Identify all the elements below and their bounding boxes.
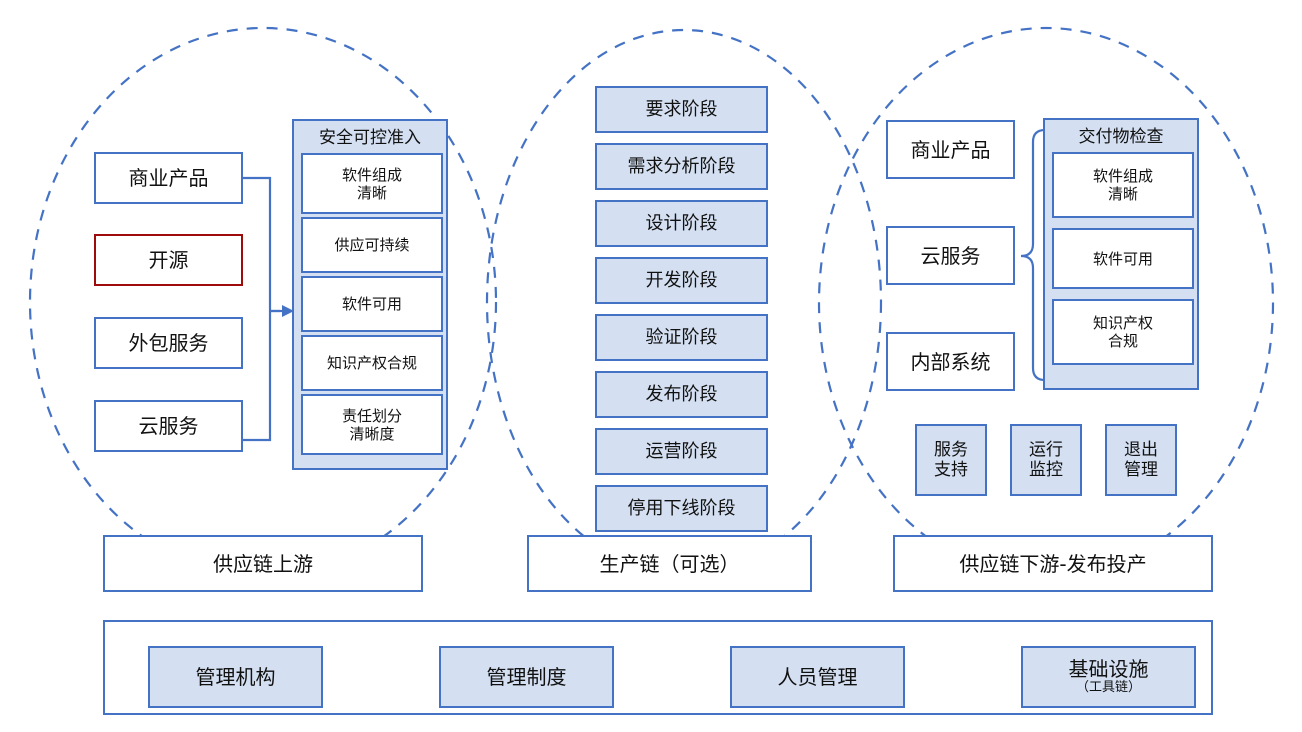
- upstream-gate-item-4[interactable]: 责任划分 清晰度: [301, 394, 443, 455]
- downstream-source-2[interactable]: 内部系统: [886, 332, 1015, 391]
- upstream-source-0[interactable]: 商业产品: [94, 152, 243, 204]
- upstream-gate-title: 安全可控准入: [319, 128, 421, 148]
- downstream-gate-panel: 交付物检查 软件组成 清晰 软件可用 知识产权 合规: [1043, 118, 1199, 390]
- foundation-item-3[interactable]: 基础设施 （工具链）: [1021, 646, 1196, 708]
- production-caption[interactable]: 生产链（可选）: [527, 535, 812, 592]
- production-stage-6[interactable]: 运营阶段: [595, 428, 768, 475]
- downstream-operation-1[interactable]: 运行 监控: [1010, 424, 1082, 496]
- downstream-caption[interactable]: 供应链下游-发布投产: [893, 535, 1213, 592]
- production-stage-5[interactable]: 发布阶段: [595, 371, 768, 418]
- downstream-operation-0[interactable]: 服务 支持: [915, 424, 987, 496]
- foundation-item-0-label: 管理机构: [195, 665, 276, 689]
- downstream-gate-item-1[interactable]: 软件可用: [1052, 228, 1194, 289]
- downstream-source-1[interactable]: 云服务: [886, 226, 1015, 285]
- upstream-gate-item-1[interactable]: 供应可持续: [301, 217, 443, 273]
- downstream-gate-item-0[interactable]: 软件组成 清晰: [1052, 152, 1194, 218]
- downstream-operation-2[interactable]: 退出 管理: [1105, 424, 1177, 496]
- upstream-source-2[interactable]: 外包服务: [94, 317, 243, 369]
- production-stage-2[interactable]: 设计阶段: [595, 200, 768, 247]
- foundation-item-2[interactable]: 人员管理: [730, 646, 905, 708]
- downstream-gate-item-2[interactable]: 知识产权 合规: [1052, 299, 1194, 365]
- foundation-item-1-label: 管理制度: [486, 665, 567, 689]
- foundation-item-2-label: 人员管理: [777, 665, 858, 689]
- upstream-gate-item-0[interactable]: 软件组成 清晰: [301, 153, 443, 214]
- downstream-source-0[interactable]: 商业产品: [886, 120, 1015, 179]
- production-stage-1[interactable]: 需求分析阶段: [595, 143, 768, 190]
- upstream-gate-panel: 安全可控准入 软件组成 清晰 供应可持续 软件可用 知识产权合规 责任划分 清晰…: [292, 119, 448, 470]
- foundation-item-0[interactable]: 管理机构: [148, 646, 323, 708]
- production-stage-list: 要求阶段 需求分析阶段 设计阶段 开发阶段 验证阶段 发布阶段 运营阶段 停用下…: [595, 86, 768, 532]
- production-stage-4[interactable]: 验证阶段: [595, 314, 768, 361]
- upstream-source-3[interactable]: 云服务: [94, 400, 243, 452]
- production-stage-3[interactable]: 开发阶段: [595, 257, 768, 304]
- foundation-bar: 管理机构 管理制度 人员管理 基础设施 （工具链）: [103, 620, 1213, 715]
- upstream-source-1[interactable]: 开源: [94, 234, 243, 286]
- foundation-item-3-sublabel: （工具链）: [1075, 680, 1141, 696]
- downstream-gate-title: 交付物检查: [1078, 127, 1164, 147]
- downstream-gate-items: 软件组成 清晰 软件可用 知识产权 合规: [1052, 152, 1194, 365]
- foundation-item-3-label: 基础设施: [1068, 657, 1149, 682]
- foundation-item-1[interactable]: 管理制度: [439, 646, 614, 708]
- upstream-gate-item-3[interactable]: 知识产权合规: [301, 335, 443, 391]
- upstream-caption[interactable]: 供应链上游: [103, 535, 423, 592]
- upstream-gate-items: 软件组成 清晰 供应可持续 软件可用 知识产权合规 责任划分 清晰度: [301, 153, 443, 455]
- production-stage-0[interactable]: 要求阶段: [595, 86, 768, 133]
- production-stage-7[interactable]: 停用下线阶段: [595, 485, 768, 532]
- upstream-gate-item-2[interactable]: 软件可用: [301, 276, 443, 332]
